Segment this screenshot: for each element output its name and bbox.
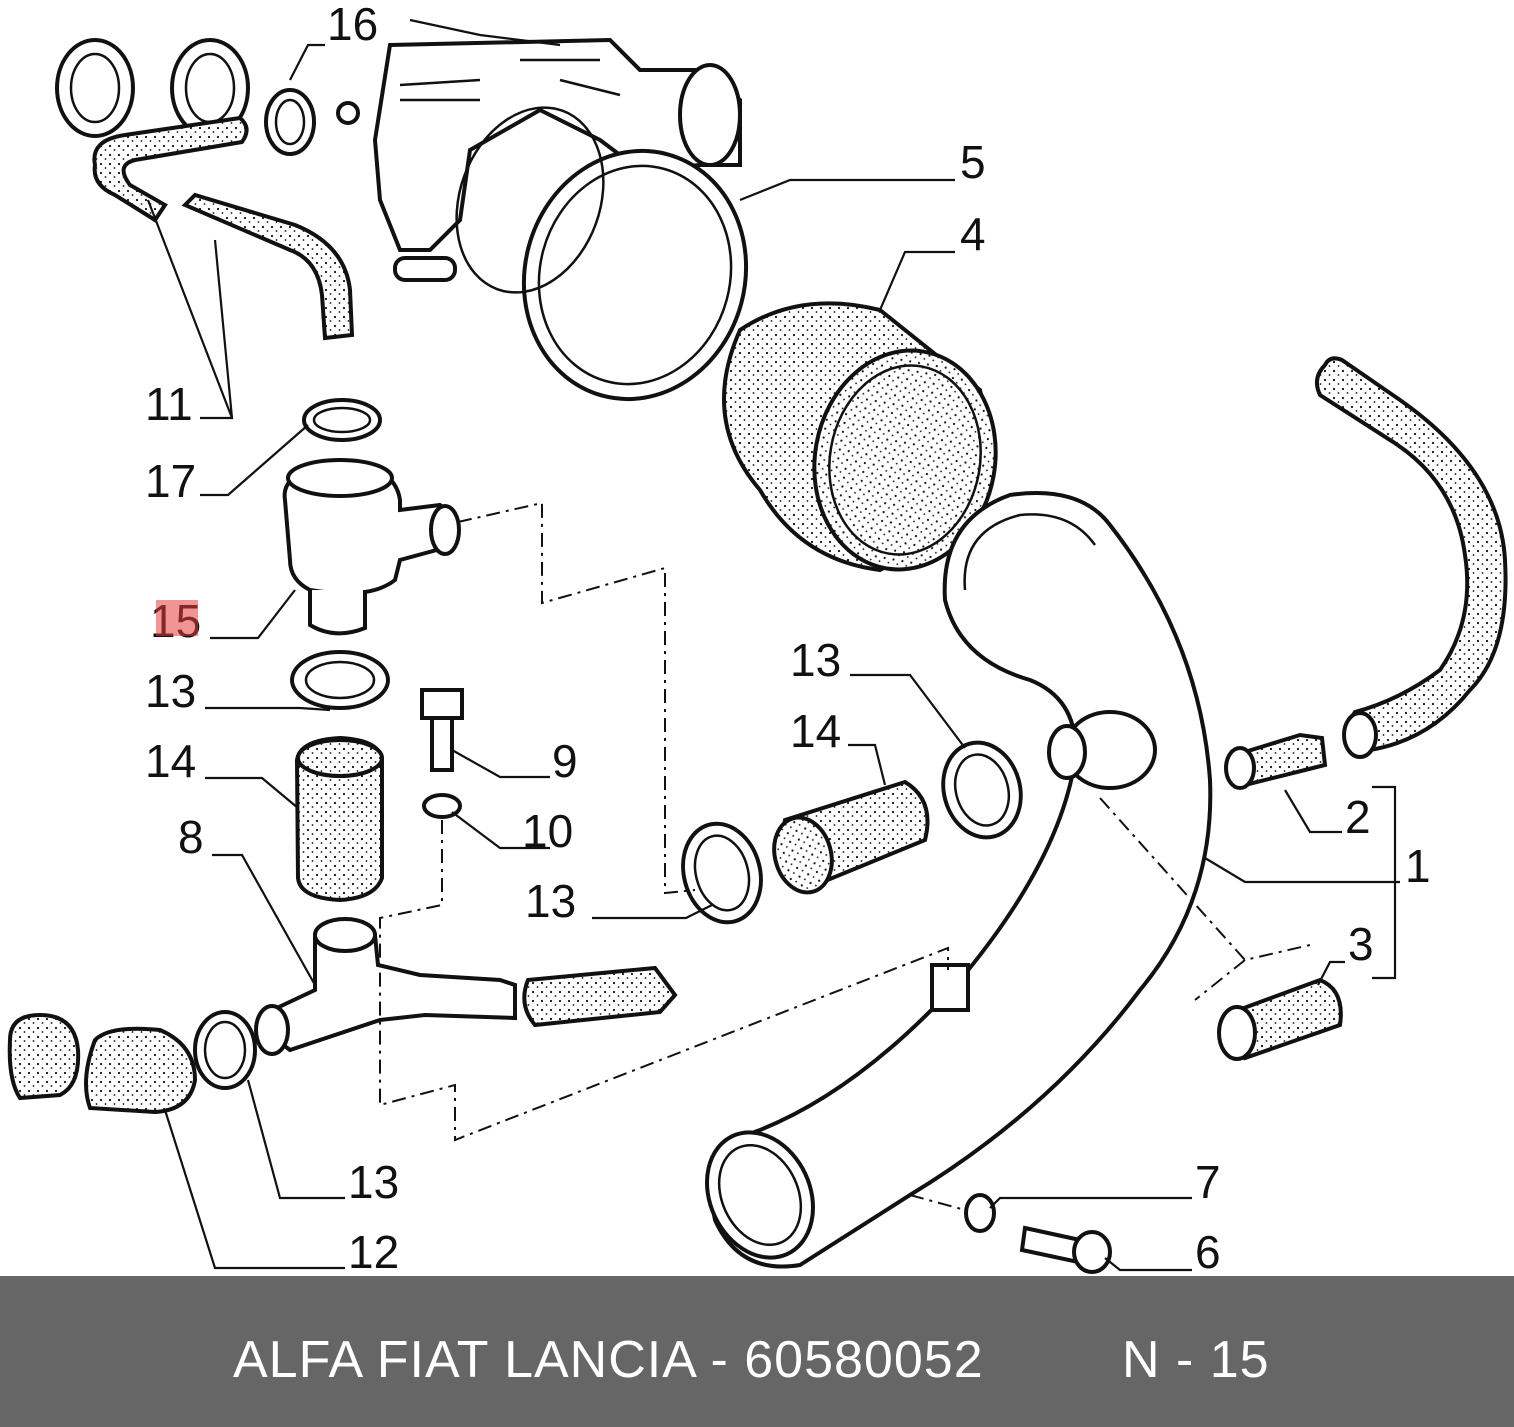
clamp-13c-drawing (941, 740, 1023, 840)
callout-13-pipe: 13 (790, 634, 841, 686)
callout-2: 2 (1345, 791, 1371, 843)
footer-title: ALFA FIAT LANCIA - 60580052 (233, 1331, 984, 1389)
hose-short-drawing (522, 965, 678, 1028)
clamp-16-drawing (264, 88, 316, 156)
bolt-9-drawing (420, 688, 464, 772)
sensor-2-drawing (1224, 732, 1328, 790)
intake-pipe-1-drawing (705, 491, 1213, 1269)
hose-11a-drawing (92, 115, 249, 223)
callout-14-pipe: 14 (790, 705, 841, 757)
washer-10-drawing (422, 793, 462, 819)
callout-16: 16 (327, 0, 378, 50)
washer-7-drawing (964, 1193, 996, 1233)
callout-10: 10 (522, 805, 573, 857)
clamp-5-drawing (521, 148, 749, 402)
connection-line-a (457, 501, 696, 895)
clamp-13b-drawing (681, 821, 763, 925)
sensor-3-drawing (1217, 977, 1343, 1061)
long-hose-drawing (1314, 356, 1508, 758)
callout-13-bottom: 13 (348, 1156, 399, 1208)
hose-12-drawing (7, 1012, 198, 1115)
hose-14a-drawing (294, 735, 384, 903)
callout-9: 9 (552, 735, 578, 787)
callout-13-middle: 13 (525, 875, 576, 927)
callout-4: 4 (960, 208, 986, 260)
connection-line-b (379, 820, 949, 1142)
bolt-6-drawing (1019, 1225, 1112, 1274)
footer-page-number: N - 15 (1122, 1331, 1270, 1389)
connection-line-c (1099, 797, 1311, 1001)
throttle-body-drawing (55, 37, 742, 282)
footer-bar (0, 1276, 1514, 1427)
filter-4-drawing (722, 301, 998, 573)
parts-diagram: 16 5 4 11 17 15 13 13 14 9 14 10 8 13 2 … (7, 0, 1508, 1276)
leader-lines (146, 18, 1400, 1272)
callout-13-valve: 13 (145, 665, 196, 717)
connection-line-d (909, 1194, 966, 1211)
valve-15-drawing (282, 398, 461, 636)
callout-5: 5 (960, 136, 986, 188)
callout-8: 8 (178, 811, 204, 863)
callout-11: 11 (145, 378, 193, 430)
callout-6: 6 (1195, 1226, 1221, 1276)
callout-12: 12 (348, 1226, 399, 1276)
callout-14-valve: 14 (145, 735, 196, 787)
hose-11b-drawing (181, 192, 355, 341)
tee-8-drawing (254, 917, 517, 1056)
callout-3: 3 (1348, 918, 1374, 970)
callout-17: 17 (145, 455, 196, 507)
callout-7: 7 (1195, 1156, 1221, 1208)
callout-15-highlight (156, 600, 198, 636)
callout-1: 1 (1405, 840, 1431, 892)
hose-14b-drawing (772, 779, 930, 895)
